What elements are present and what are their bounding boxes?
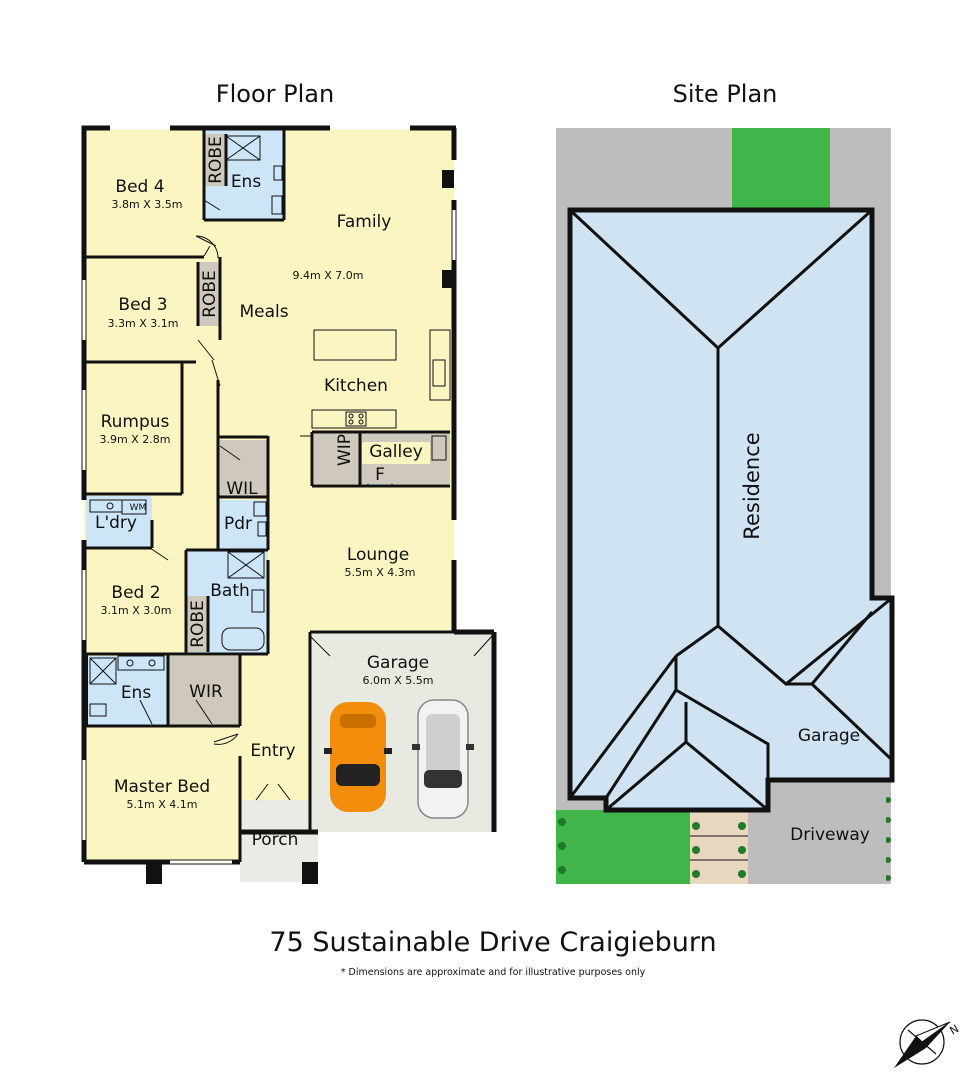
- robe-bed4-label: ROBE: [206, 136, 226, 184]
- bed3-label: Bed 3: [118, 295, 167, 315]
- sink-icon: [432, 359, 446, 387]
- garage-label: Garage: [367, 653, 429, 673]
- wip-label: WIP: [335, 434, 355, 466]
- compass-north-label: N: [947, 1022, 961, 1037]
- floor-plan-heading: Floor Plan: [216, 80, 334, 108]
- pathway: [690, 810, 748, 884]
- windows: [82, 126, 456, 864]
- address-title: 75 Sustainable Drive Craigieburn: [269, 927, 716, 958]
- powder-label: Pdr: [224, 514, 252, 534]
- car-orange: [324, 702, 392, 812]
- wir-area: [168, 656, 240, 726]
- lounge-label: Lounge: [347, 545, 409, 565]
- family-dimensions: 9.4m X 7.0m: [293, 269, 364, 282]
- site-plan: Residence Garage Driveway: [556, 128, 895, 884]
- wall-piers: [82, 170, 454, 884]
- wip-area: [314, 432, 360, 484]
- kitchen-island: [313, 329, 397, 361]
- galley-floor: [362, 442, 430, 464]
- front-lawn: [732, 128, 830, 208]
- master-bed-dimensions: 5.1m X 4.1m: [127, 798, 198, 811]
- garage-dimensions: 6.0m X 5.5m: [363, 674, 434, 687]
- bed2-label: Bed 2: [111, 583, 160, 603]
- wir-label: WIR: [189, 682, 223, 702]
- driveway-label: Driveway: [790, 825, 870, 845]
- doors: [139, 199, 493, 801]
- master-bed-label: Master Bed: [114, 777, 210, 797]
- bed4-dimensions: 3.8m X 3.5m: [112, 198, 183, 211]
- washing-machine-label: WM: [130, 503, 147, 513]
- side-lawn: [556, 810, 690, 884]
- car-white: [412, 699, 474, 819]
- robe-bed2-area: [186, 596, 208, 652]
- robe-bed4-area: [204, 134, 226, 186]
- bed4-label: Bed 4: [115, 177, 164, 197]
- rumpus-label: Rumpus: [101, 412, 170, 432]
- porch-label: Porch: [252, 830, 299, 850]
- powder-area: [218, 500, 268, 550]
- wil-label: WIL: [226, 479, 258, 499]
- cooktop-icon: [345, 411, 367, 427]
- rumpus-dimensions: 3.9m X 2.8m: [100, 433, 171, 446]
- roof-ridges: [568, 208, 894, 812]
- robe-bed2-label: ROBE: [188, 600, 208, 648]
- residence-label: Residence: [740, 432, 764, 539]
- site-garage-label: Garage: [798, 726, 860, 746]
- meals-label: Meals: [239, 302, 288, 322]
- ensuite-master-label: Ens: [121, 683, 152, 703]
- bath-label: Bath: [210, 581, 250, 601]
- paver-lines: [690, 835, 748, 861]
- fridge-label: F: [375, 465, 385, 485]
- family-label: Family: [337, 212, 392, 232]
- disclaimer-note: * Dimensions are approximate and for ill…: [341, 967, 646, 978]
- shrubs: [558, 797, 891, 881]
- interior-walls: [84, 130, 454, 862]
- fixtures: [89, 135, 447, 717]
- site-plan-heading: Site Plan: [673, 80, 778, 108]
- compass-icon: N: [894, 1019, 961, 1068]
- robe-bed3-area: [198, 262, 220, 326]
- wil-area: [218, 440, 268, 496]
- bed3-dimensions: 3.3m X 3.1m: [108, 317, 179, 330]
- residence-roof: [567, 207, 895, 813]
- bed2-dimensions: 3.1m X 3.0m: [101, 604, 172, 617]
- kitchen-sink-bench: [429, 329, 451, 401]
- kitchen-label: Kitchen: [324, 376, 388, 396]
- galley-label: Galley: [369, 442, 423, 462]
- ensuite-top-label: Ens: [231, 172, 262, 192]
- entry-label: Entry: [250, 741, 295, 761]
- laundry-label: L'dry: [95, 513, 137, 533]
- floor-plan: Bed 4 3.8m X 3.5m Bed 3 3.3m X 3.1m Rump…: [81, 125, 497, 884]
- kitchen-bench: [311, 409, 397, 429]
- driveway-area: [748, 780, 886, 884]
- robe-bed3-label: ROBE: [200, 270, 220, 318]
- lounge-dimensions: 5.5m X 4.3m: [345, 566, 416, 579]
- laundry-area: [86, 496, 152, 548]
